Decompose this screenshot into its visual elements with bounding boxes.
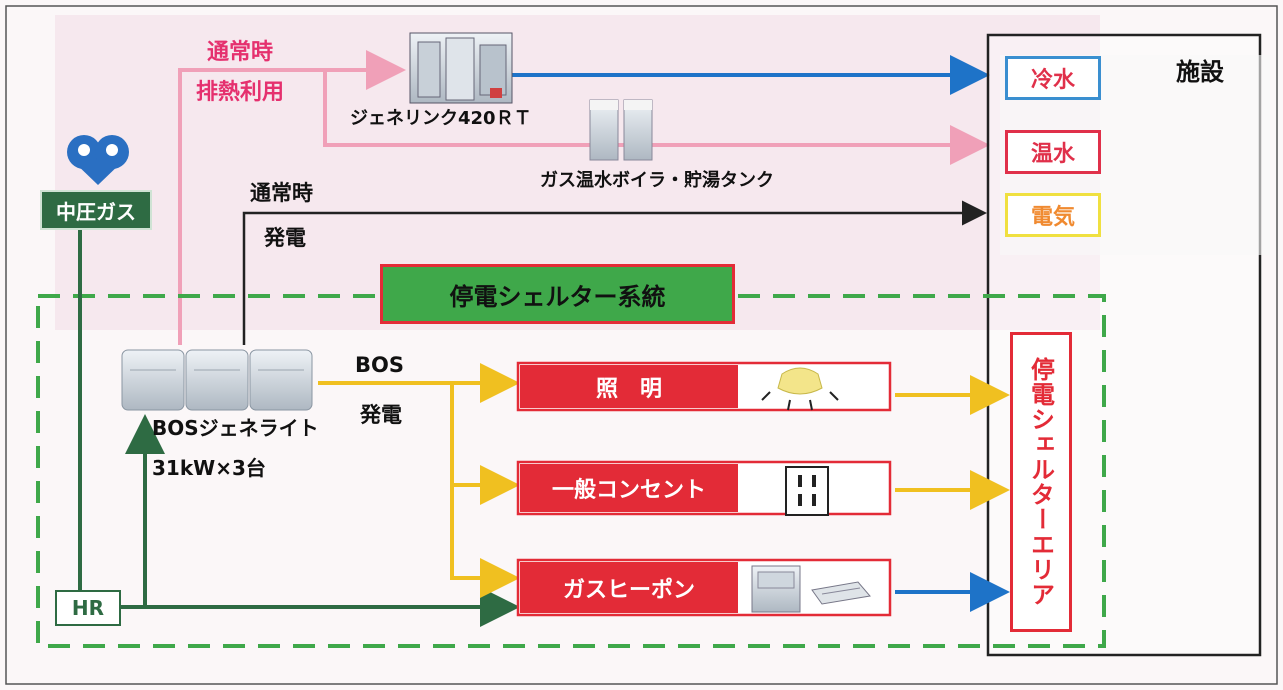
bos-generator-icon xyxy=(121,349,313,411)
hot-water-box: 温水 xyxy=(1005,130,1101,174)
shelter-title: 停電シェルター系統 xyxy=(449,282,666,311)
shelter-area-label: 停電シェルターエリア xyxy=(1026,357,1055,607)
lighting-label: 照 明 xyxy=(595,376,662,402)
electricity-box: 電気 xyxy=(1005,193,1101,237)
outlet-label: 一般コンセント xyxy=(551,478,706,503)
genelink-machine-icon xyxy=(409,32,513,104)
lighting-box: 照 明 xyxy=(520,365,738,408)
gas-source-box: 中圧ガス xyxy=(40,190,152,230)
outer-frame xyxy=(5,5,1278,685)
normal-power-line1: 通常時 xyxy=(250,181,313,205)
hot-water-label: 温水 xyxy=(1030,142,1075,167)
bos-unit-name: BOSジェネライト xyxy=(152,416,319,440)
cold-water-box: 冷水 xyxy=(1005,56,1101,100)
heatpump-box: ガスヒーポン xyxy=(520,562,738,613)
genelink-label: ジェネリンク420ＲＴ xyxy=(350,108,532,129)
bos-flow-line1: BOS xyxy=(355,353,404,377)
bos-unit-spec: 31kW×3台 xyxy=(152,456,266,480)
electricity-label: 電気 xyxy=(1030,205,1075,230)
boiler-label: ガス温水ボイラ・貯湯タンク xyxy=(540,170,774,191)
gas-heat-pump-icon xyxy=(751,565,871,613)
shelter-area-box: 停電シェルターエリア xyxy=(1010,332,1072,632)
facility-title: 施設 xyxy=(1176,58,1224,86)
normal-power-line2: 発電 xyxy=(264,226,306,250)
shelter-title-box: 停電シェルター系統 xyxy=(380,264,735,324)
power-line xyxy=(242,200,987,345)
lamp-icon xyxy=(761,367,839,411)
gas-source-label: 中圧ガス xyxy=(56,199,136,224)
cold-water-label: 冷水 xyxy=(1030,68,1075,93)
gas-company-logo-icon xyxy=(67,135,129,185)
heatpump-label: ガスヒーポン xyxy=(562,577,695,603)
normal-heat-line2: 排熱利用 xyxy=(196,80,285,105)
outlet-box: 一般コンセント xyxy=(520,464,738,512)
bos-to-heatpump xyxy=(450,383,520,598)
boiler-tank-icon xyxy=(589,99,653,161)
hr-box: HR xyxy=(55,590,121,626)
outlet-icon xyxy=(785,466,829,516)
heat-line-branch xyxy=(323,70,990,165)
normal-heat-line1: 通常時 xyxy=(207,40,274,65)
bos-flow-line2: 発電 xyxy=(360,403,402,427)
hr-label: HR xyxy=(71,596,105,620)
